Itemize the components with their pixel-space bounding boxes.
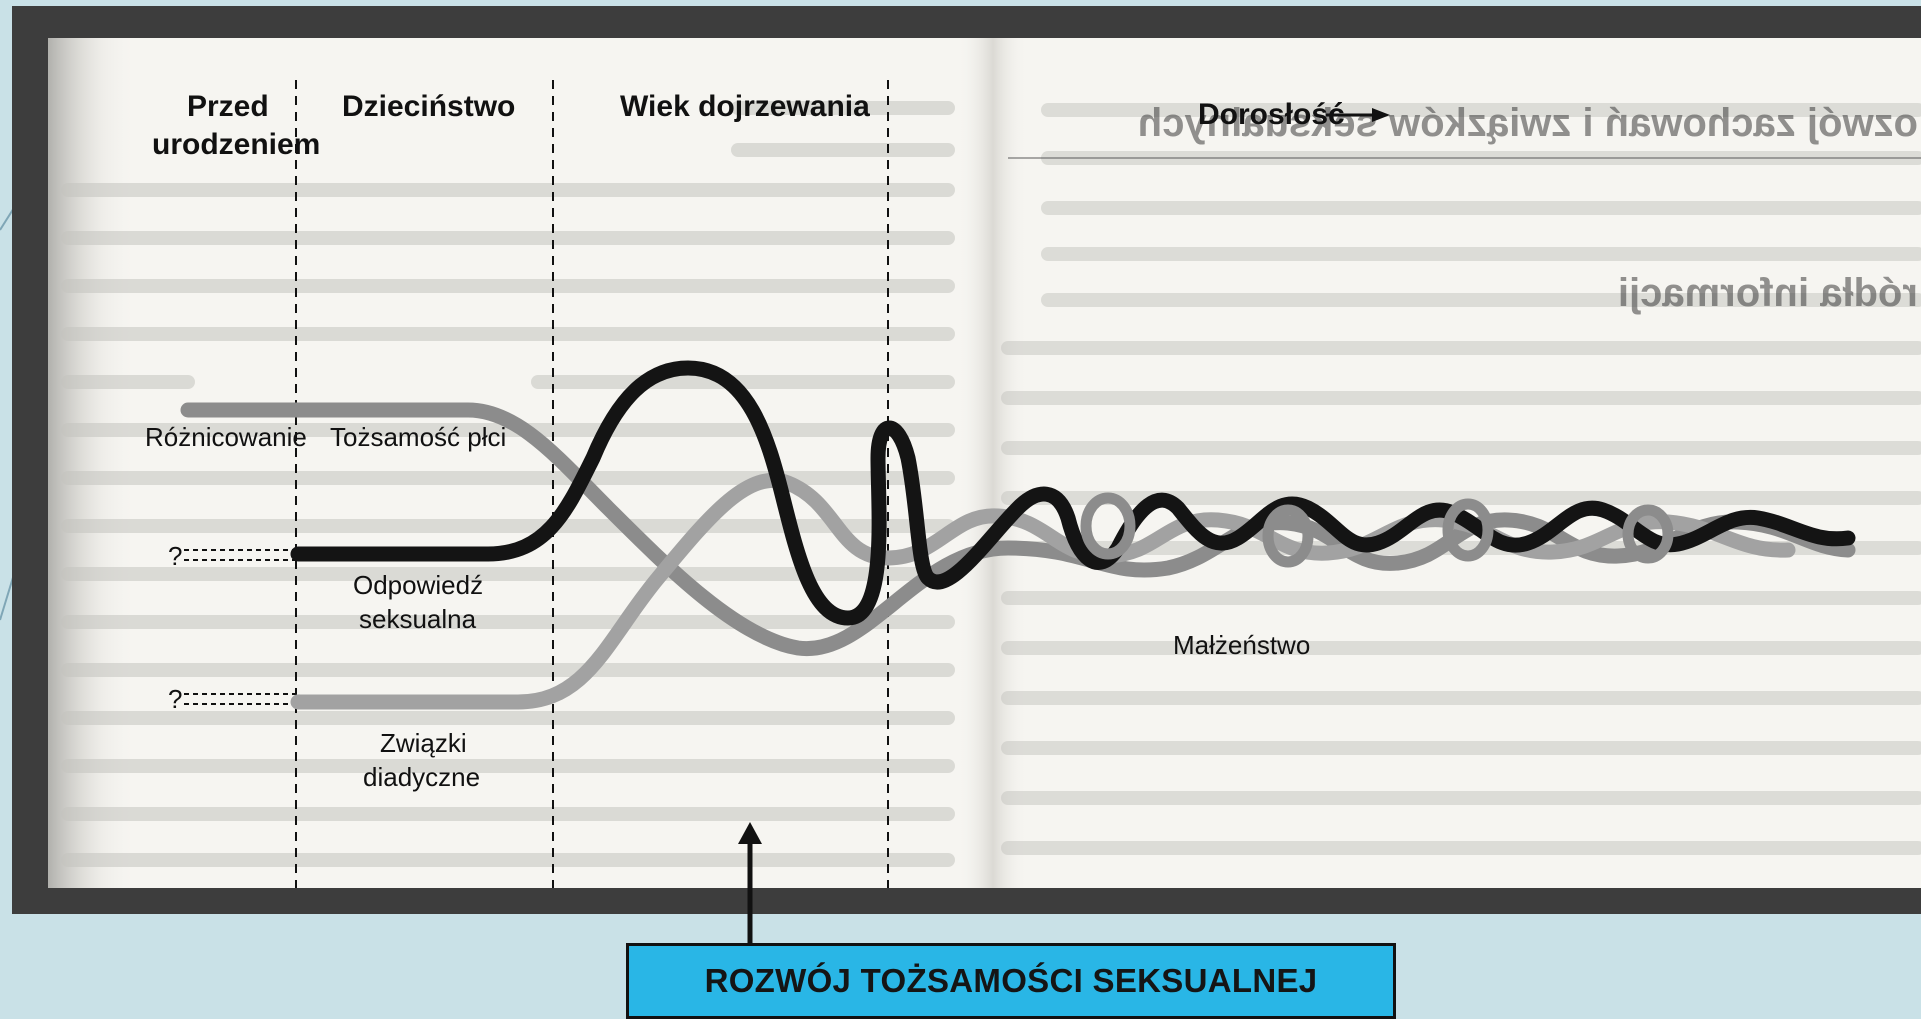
bleed-through-text-right [1001, 103, 1921, 855]
sexual-development-diagram: ozwój zachowań i związków seksualnych ró… [48, 38, 1921, 888]
bleed-through-text-left [61, 101, 955, 867]
strand-sexual-response-line1: Odpowiedź [353, 570, 483, 600]
dyadic-relationships-strand [290, 472, 1796, 710]
bleed-through-heading: ozwój zachowań i związków seksualnych [1138, 101, 1918, 145]
scanned-book-page: ozwój zachowań i związków seksualnych ró… [48, 38, 1921, 888]
strand-dyadic-line1: Związki [380, 728, 467, 758]
sexual-response-strand [290, 360, 1856, 626]
adulthood-arrow-icon [1326, 108, 1390, 122]
caption-box: ROZWÓJ TOŻSAMOŚCI SEKSUALNEJ [626, 943, 1396, 1019]
bleed-through-subheading: ródła informacji [1618, 271, 1918, 315]
period-adulthood: Dorosłość [1198, 98, 1345, 131]
period-puberty: Wiek dojrzewania [620, 90, 870, 123]
strand-dyadic-line2: diadyczne [363, 762, 480, 792]
period-before-birth-line2: urodzeniem [152, 128, 320, 161]
period-childhood: Dzieciństwo [342, 90, 515, 123]
strand-unknown-1-label: ? [168, 541, 182, 571]
strand-unknown-2-label: ? [168, 684, 182, 714]
caption-text: ROZWÓJ TOŻSAMOŚCI SEKSUALNEJ [704, 962, 1318, 999]
weave-loops [1080, 492, 1674, 568]
strand-differentiation-label: Różnicowanie [145, 422, 307, 452]
period-before-birth-line1: Przed [187, 90, 269, 123]
strand-marriage-label: Małżeństwo [1173, 630, 1310, 660]
caption-pointer-arrow [738, 822, 762, 946]
strand-gender-identity-label: Tożsamość płci [330, 422, 506, 452]
strand-sexual-response-line2: seksualna [359, 604, 477, 634]
